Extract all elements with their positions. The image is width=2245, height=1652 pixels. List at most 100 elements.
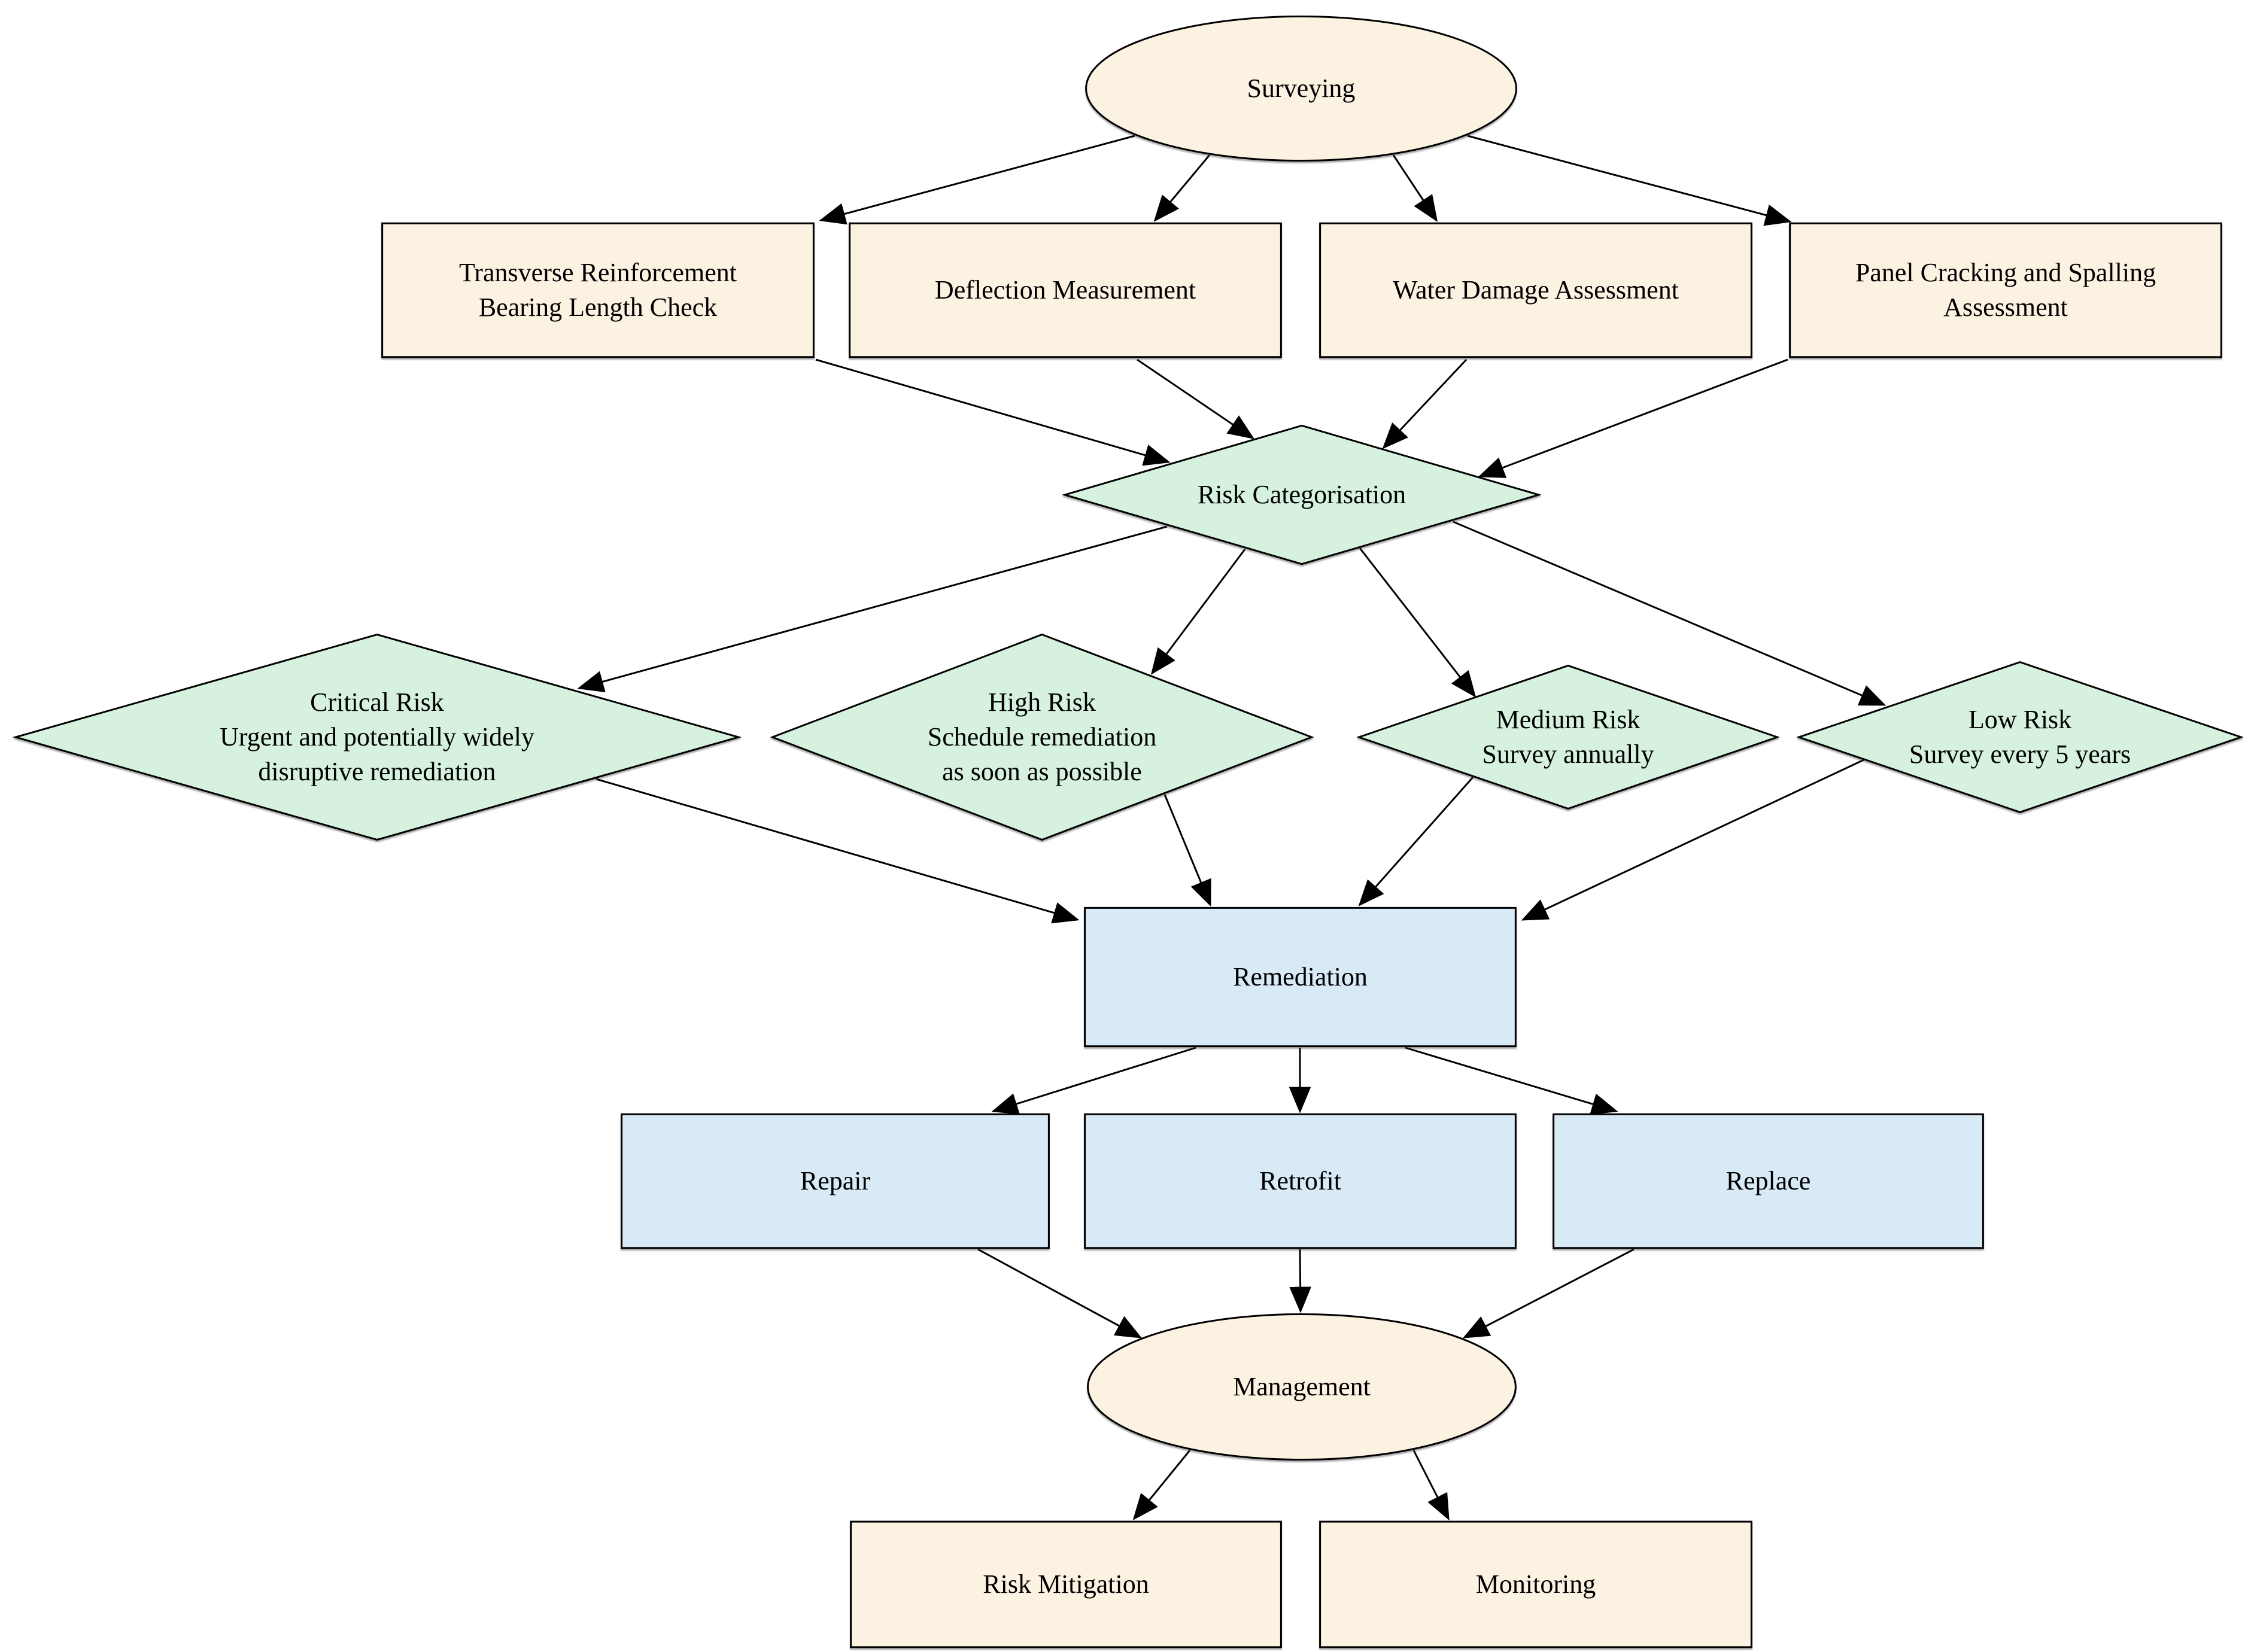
remediation-label: Remediation [1233,960,1368,994]
replace-label: Replace [1726,1164,1811,1198]
panel-cracking-line-0: Panel Cracking and Spalling [1855,258,2156,287]
edge-panel-riskcat [1478,358,1788,478]
critical-risk-label: Critical Risk Urgent and potentially wid… [220,685,534,789]
edge-management-riskmitigation [1132,1450,1191,1520]
node-high-risk: High Risk Schedule remediation as soon a… [770,632,1314,842]
node-low-risk: Low Risk Survey every 5 years [1797,661,2243,814]
edge-replace-management [1462,1248,1635,1338]
risk-categorisation-diamond-shape [1062,424,1541,565]
edge-riskcat-high [1150,549,1246,675]
node-water-damage: Water Damage Assessment [1318,222,1754,358]
panel-cracking-rect-shape [1788,222,2223,358]
edge-riskcat-low [1453,521,1886,706]
remediation-rect-shape [1083,906,1518,1048]
node-repair: Repair [619,1113,1051,1249]
medium-risk-line-0: Medium Risk [1496,705,1641,734]
risk-categorisation-label: Risk Categorisation [1198,477,1406,512]
retrofit-line-0: Retrofit [1259,1166,1341,1195]
edge-surveying-transverse [819,135,1135,225]
water-damage-rect-shape [1318,222,1754,358]
node-remediation: Remediation [1083,906,1518,1048]
node-deflection: Deflection Measurement [847,222,1283,358]
node-surveying: Surveying [1084,15,1518,162]
edge-surveying-deflection [1153,154,1211,222]
high-risk-line-2: as soon as possible [942,757,1142,786]
monitoring-line-0: Monitoring [1475,1569,1596,1599]
edge-surveying-water [1392,154,1438,223]
node-management: Management [1086,1313,1518,1461]
edge-deflection-riskcat [1137,358,1255,440]
node-medium-risk: Medium Risk Survey annually [1357,664,1779,810]
high-risk-diamond-shape [770,632,1314,842]
deflection-line-0: Deflection Measurement [934,275,1196,305]
monitoring-label: Monitoring [1476,1567,1596,1602]
retrofit-label: Retrofit [1259,1164,1341,1198]
repair-label: Repair [800,1164,870,1198]
repair-line-0: Repair [800,1166,871,1195]
surveying-line-0: Surveying [1247,74,1356,103]
high-risk-line-1: Schedule remediation [927,722,1157,752]
management-ellipse-shape [1086,1313,1518,1461]
low-risk-line-0: Low Risk [1968,705,2072,734]
edge-water-riskcat [1382,358,1468,449]
edge-riskcat-critical [577,525,1168,692]
high-risk-label: High Risk Schedule remediation as soon a… [928,685,1156,789]
water-damage-label: Water Damage Assessment [1393,273,1679,308]
retrofit-rect-shape [1083,1113,1518,1249]
edge-surveying-panel [1467,135,1792,226]
critical-risk-diamond-shape [12,632,742,842]
medium-risk-label: Medium Risk Survey annually [1482,702,1654,772]
edge-remediation-replace [1405,1046,1618,1115]
node-panel-cracking: Panel Cracking and Spalling Assessment [1788,222,2223,358]
critical-risk-line-1: Urgent and potentially widely [220,722,534,752]
edge-transverse-riskcat [815,358,1171,466]
edge-critical-remediation [596,778,1080,924]
low-risk-diamond-shape [1797,661,2243,814]
risk-categorisation-line-0: Risk Categorisation [1197,480,1406,509]
panel-cracking-line-1: Assessment [1943,293,2068,322]
node-critical-risk: Critical Risk Urgent and potentially wid… [12,632,742,842]
water-damage-line-0: Water Damage Assessment [1393,275,1679,305]
low-risk-line-1: Survey every 5 years [1909,740,2131,769]
transverse-check-line-0: Transverse Reinforcement [459,258,737,287]
management-label: Management [1233,1370,1371,1404]
transverse-check-label: Transverse Reinforcement Bearing Length … [459,255,737,325]
node-replace: Replace [1551,1113,1985,1249]
remediation-line-0: Remediation [1233,962,1368,991]
critical-risk-line-2: disruptive remediation [258,757,496,786]
risk-mitigation-line-0: Risk Mitigation [983,1569,1149,1599]
node-risk-categorisation: Risk Categorisation [1062,424,1541,565]
node-transverse-check: Transverse Reinforcement Bearing Length … [380,222,816,358]
medium-risk-line-1: Survey annually [1482,740,1654,769]
risk-mitigation-rect-shape [849,1520,1283,1648]
surveying-label: Surveying [1247,71,1356,106]
node-monitoring: Monitoring [1318,1520,1754,1648]
edge-high-remediation [1163,794,1211,907]
edge-remediation-repair [991,1046,1196,1115]
repair-rect-shape [619,1113,1051,1249]
high-risk-line-0: High Risk [988,687,1096,717]
management-line-0: Management [1233,1372,1371,1401]
edge-management-monitoring [1412,1450,1450,1521]
transverse-check-line-1: Bearing Length Check [478,293,718,322]
surveying-ellipse-shape [1084,15,1518,162]
deflection-rect-shape [847,222,1283,358]
edge-retrofit-management [1289,1249,1311,1313]
edge-low-remediation [1521,759,1864,921]
node-risk-mitigation: Risk Mitigation [849,1520,1283,1648]
edge-medium-remediation [1358,777,1474,906]
node-retrofit: Retrofit [1083,1113,1518,1249]
transverse-check-rect-shape [380,222,816,358]
panel-cracking-label: Panel Cracking and Spalling Assessment [1855,255,2156,325]
edge-repair-management [977,1248,1143,1338]
low-risk-label: Low Risk Survey every 5 years [1909,702,2131,772]
medium-risk-diamond-shape [1357,664,1779,810]
deflection-label: Deflection Measurement [935,273,1196,308]
replace-line-0: Replace [1725,1166,1811,1195]
monitoring-rect-shape [1318,1520,1754,1648]
replace-rect-shape [1551,1113,1985,1249]
edge-riskcat-medium [1359,547,1477,698]
critical-risk-line-0: Critical Risk [310,687,444,717]
